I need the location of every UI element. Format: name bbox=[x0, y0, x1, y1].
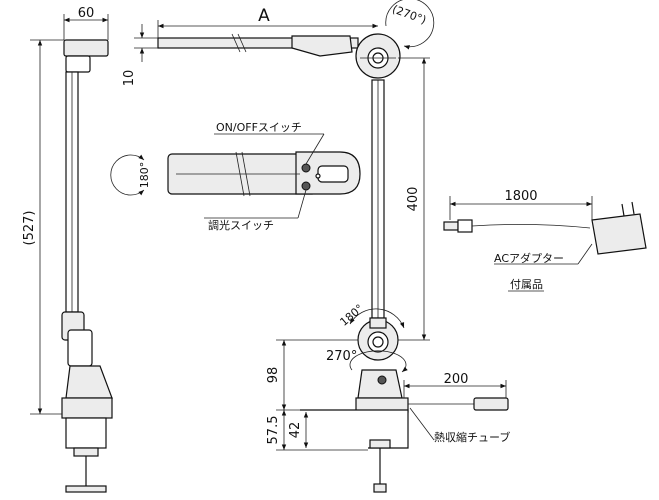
base-width-label: 60 bbox=[78, 6, 95, 21]
heat-shrink-tube-drawing bbox=[408, 397, 509, 411]
total-height-dimension: (527) bbox=[22, 39, 64, 415]
side-view bbox=[61, 39, 113, 493]
cable-length-label: 1800 bbox=[504, 189, 537, 204]
head-top-view bbox=[157, 33, 359, 57]
ac-adapter-drawing bbox=[443, 201, 647, 255]
heat-shrink-tube-callout: 熱収縮チューブ bbox=[409, 407, 510, 444]
ac-adapter-label: ACアダプター bbox=[494, 251, 564, 265]
vertical-arm bbox=[371, 79, 385, 319]
lower-joint bbox=[357, 317, 399, 361]
head-swivel-label: 180° bbox=[138, 162, 151, 189]
dimmer-switch-label: 調光スイッチ bbox=[208, 218, 274, 232]
clamp-opening-label: 57.5 bbox=[266, 416, 281, 445]
head-rotation-label: (270°) bbox=[390, 3, 427, 27]
clamp-height-label: 98 bbox=[266, 367, 281, 384]
tube-length-dimension: 200 bbox=[403, 372, 507, 398]
dimmer-switch-callout: 調光スイッチ bbox=[204, 189, 307, 232]
clamp-opening-dimension: 57.5 bbox=[266, 410, 368, 451]
clamp-height-dimension: 98 bbox=[266, 339, 358, 411]
arm-length-dimension: A bbox=[157, 6, 378, 38]
head-underside-view bbox=[167, 151, 361, 197]
total-height-label: (527) bbox=[22, 211, 37, 246]
head-thickness-label: 10 bbox=[122, 70, 137, 87]
arm-height-label: 400 bbox=[406, 187, 421, 212]
on-off-switch-label: ON/OFFスイッチ bbox=[216, 121, 302, 134]
clamp-front-view bbox=[300, 369, 409, 493]
base-rotation-indicator: 270° bbox=[326, 349, 408, 373]
arm-length-label: A bbox=[258, 6, 270, 26]
cable-length-dimension: 1800 bbox=[449, 189, 593, 220]
on-off-switch-callout: ON/OFFスイッチ bbox=[214, 121, 325, 165]
base-width-dimension: 60 bbox=[63, 6, 109, 40]
head-thickness-dimension: 10 bbox=[122, 24, 158, 86]
clamp-inner-dimension: 42 bbox=[288, 412, 309, 448]
arm-height-dimension: 400 bbox=[398, 57, 430, 341]
head-swivel-indicator: 180° bbox=[110, 154, 151, 196]
heat-shrink-tube-label: 熱収縮チューブ bbox=[434, 430, 510, 444]
accessory-label: 付属品 bbox=[510, 278, 543, 291]
upper-joint bbox=[355, 33, 401, 79]
base-tilt-label: 180° bbox=[337, 302, 366, 329]
clamp-inner-label: 42 bbox=[288, 422, 303, 439]
tube-length-label: 200 bbox=[444, 372, 469, 387]
ac-adapter-callout: ACアダプター 付属品 bbox=[494, 243, 593, 292]
base-rotation-label: 270° bbox=[326, 349, 357, 364]
